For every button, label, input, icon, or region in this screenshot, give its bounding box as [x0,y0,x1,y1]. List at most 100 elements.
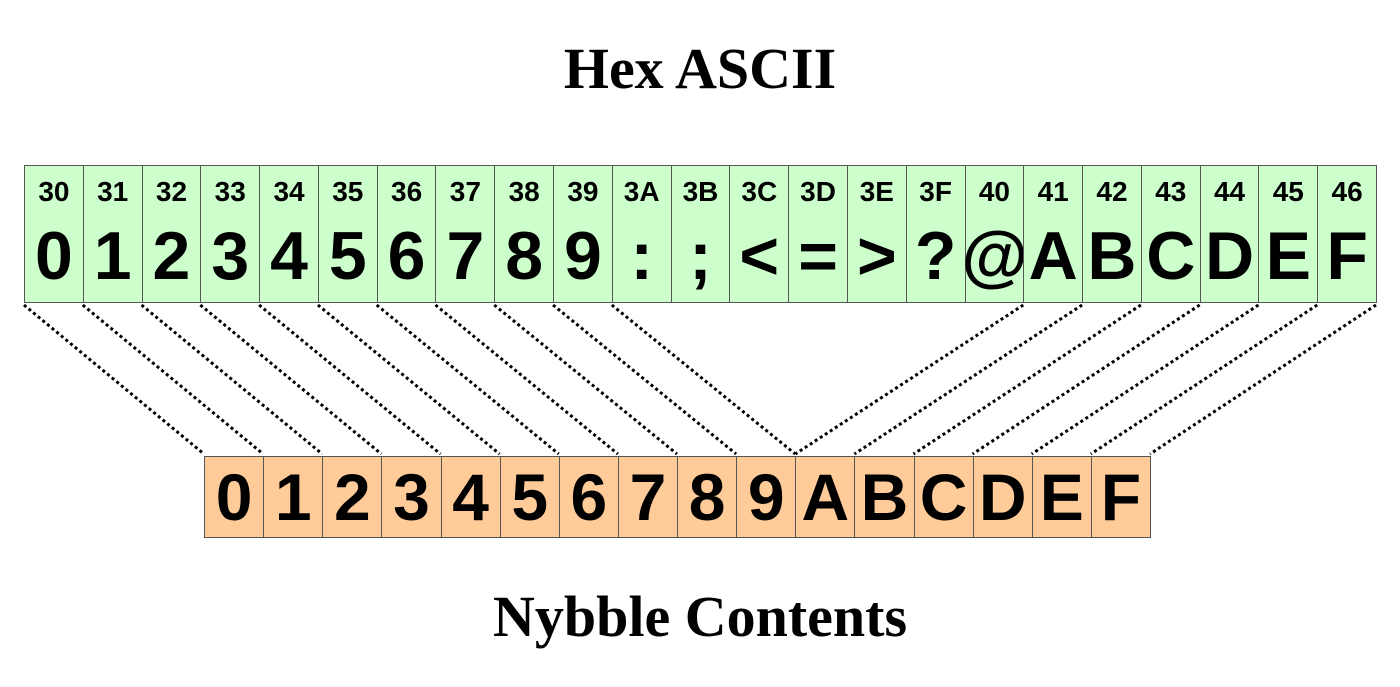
connector-3a-to-9 [610,303,797,456]
connector-45-to-e [1090,303,1319,456]
ascii-cell-40: 40 @ [961,165,1028,303]
hex-code: 3B [682,176,719,207]
nybble-cell-7: 7 [617,456,678,538]
nybble-cell-8: 8 [677,456,738,538]
nybble-value: F [1100,460,1142,534]
nybble-value: B [860,460,909,534]
hex-code: 45 [1272,176,1304,207]
connector-43-to-c [971,303,1201,456]
hex-code: 46 [1331,176,1363,207]
ascii-character: @ [961,218,1028,294]
ascii-character: ; [689,218,712,294]
connector-41-to-a [853,303,1083,456]
ascii-character: C [1146,218,1196,294]
nybble-value: 0 [215,460,253,534]
connector-38-to-8 [493,303,678,456]
connector-37-to-7 [434,303,619,456]
nybble-cell-2: 2 [322,456,383,538]
hex-code: 41 [1037,176,1069,207]
connector-46-to-f [1149,303,1377,456]
connector-36-to-6 [375,303,560,456]
hex-code: 34 [273,176,305,207]
nybble-cell-e: E [1031,456,1092,538]
nybble-cell-b: B [854,456,915,538]
hex-code: 33 [214,176,246,207]
ascii-character: D [1204,218,1255,294]
hex-code: 32 [155,176,188,207]
ascii-cell-3e: 3E > [846,165,907,303]
hex-code: 3A [623,176,660,207]
ascii-cell-3a: 3A: [611,165,672,303]
hex-code: 35 [332,176,364,207]
hex-code: 30 [38,176,70,207]
ascii-character: 3 [211,218,250,294]
connector-31-to-1 [81,303,265,456]
hex-code: 39 [567,176,599,207]
connector-35-to-5 [316,303,501,456]
nybble-cell-d: D [972,456,1033,538]
ascii-character: ? [914,218,957,294]
hex-code: 38 [508,176,540,207]
nybble-value: 5 [511,460,549,534]
nybble-value: D [978,460,1027,534]
connector-39-to-9 [552,303,738,456]
hex-code: 43 [1155,176,1187,207]
connector-40-to-9 [794,303,1025,456]
nybble-value: 6 [570,460,608,534]
diagram-title: Hex ASCII [563,36,837,101]
nybble-cell-a: A [795,456,856,538]
ascii-character: 1 [93,218,132,294]
connector-33-to-3 [199,303,383,456]
connector-32-to-2 [140,303,324,456]
connector-44-to-d [1030,303,1260,456]
ascii-character: 4 [270,218,308,294]
ascii-character: 2 [152,218,191,294]
ascii-cell-3c: 3C< [729,165,790,303]
ascii-cell-3b: 3B; [670,165,731,303]
ascii-cell-3f: 3F? [905,165,966,303]
nybble-value: 1 [274,460,312,534]
nybble-cell-9: 9 [736,456,797,538]
connector-30-to-0 [23,303,205,456]
hex-code: 3F [919,176,952,207]
nybble-value: E [1039,460,1084,534]
nybble-cell-6: 6 [558,456,619,538]
ascii-character: 5 [328,218,367,294]
hex-code: 36 [391,176,423,207]
nybble-value: 7 [629,460,667,534]
nybble-cell-4: 4 [440,456,501,538]
ascii-character: 6 [387,218,426,294]
nybble-cell-5: 5 [499,456,560,538]
nybble-cell-3: 3 [381,456,442,538]
nybble-value: 4 [452,460,489,534]
nybble-value: 8 [688,460,726,534]
hex-code: 37 [449,176,481,207]
hex-code: 3E [859,176,894,207]
ascii-character: E [1265,218,1311,294]
nybble-value: A [801,460,850,534]
nybble-value: 9 [747,460,785,534]
nybble-contents-title: Nybble Contents [492,584,908,649]
ascii-character: F [1326,218,1368,294]
ascii-character: A [1028,218,1078,294]
ascii-character: < [739,218,780,294]
ascii-character: : [630,218,654,294]
hex-code: 40 [978,176,1010,207]
nybble-cell-1: 1 [263,456,324,538]
ascii-character: B [1087,218,1137,294]
connector-34-to-4 [258,303,442,456]
ascii-character: > [856,218,897,294]
